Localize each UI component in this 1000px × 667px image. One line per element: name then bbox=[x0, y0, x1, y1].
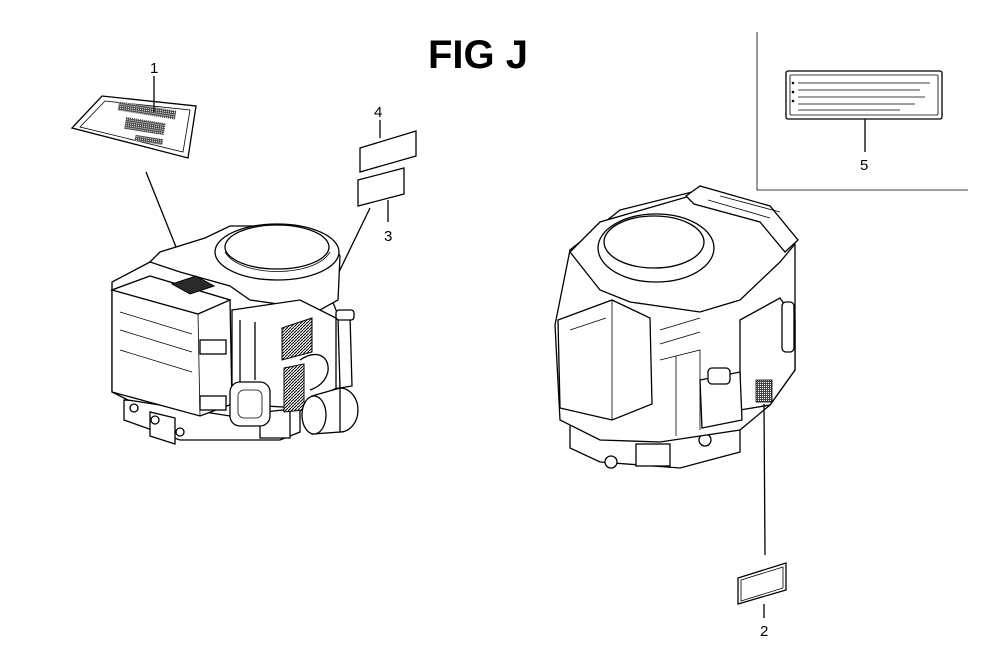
callout-4: 4 bbox=[374, 104, 382, 121]
callout-1: 1 bbox=[150, 60, 158, 77]
part-5-label-plate bbox=[785, 70, 943, 120]
callout-5: 5 bbox=[860, 157, 868, 174]
part-2-label bbox=[737, 562, 787, 605]
figure-title: FIG J bbox=[428, 33, 528, 77]
inset-box: 5 bbox=[756, 32, 968, 191]
leader-line-2a bbox=[763, 403, 766, 556]
part-4-label bbox=[359, 130, 417, 173]
part-1-emblem bbox=[70, 95, 197, 159]
engine-right-view bbox=[554, 185, 799, 469]
callout-2: 2 bbox=[760, 623, 768, 640]
engine-left-view bbox=[109, 223, 359, 445]
callout-3: 3 bbox=[384, 228, 392, 245]
part-3-label bbox=[357, 167, 405, 207]
